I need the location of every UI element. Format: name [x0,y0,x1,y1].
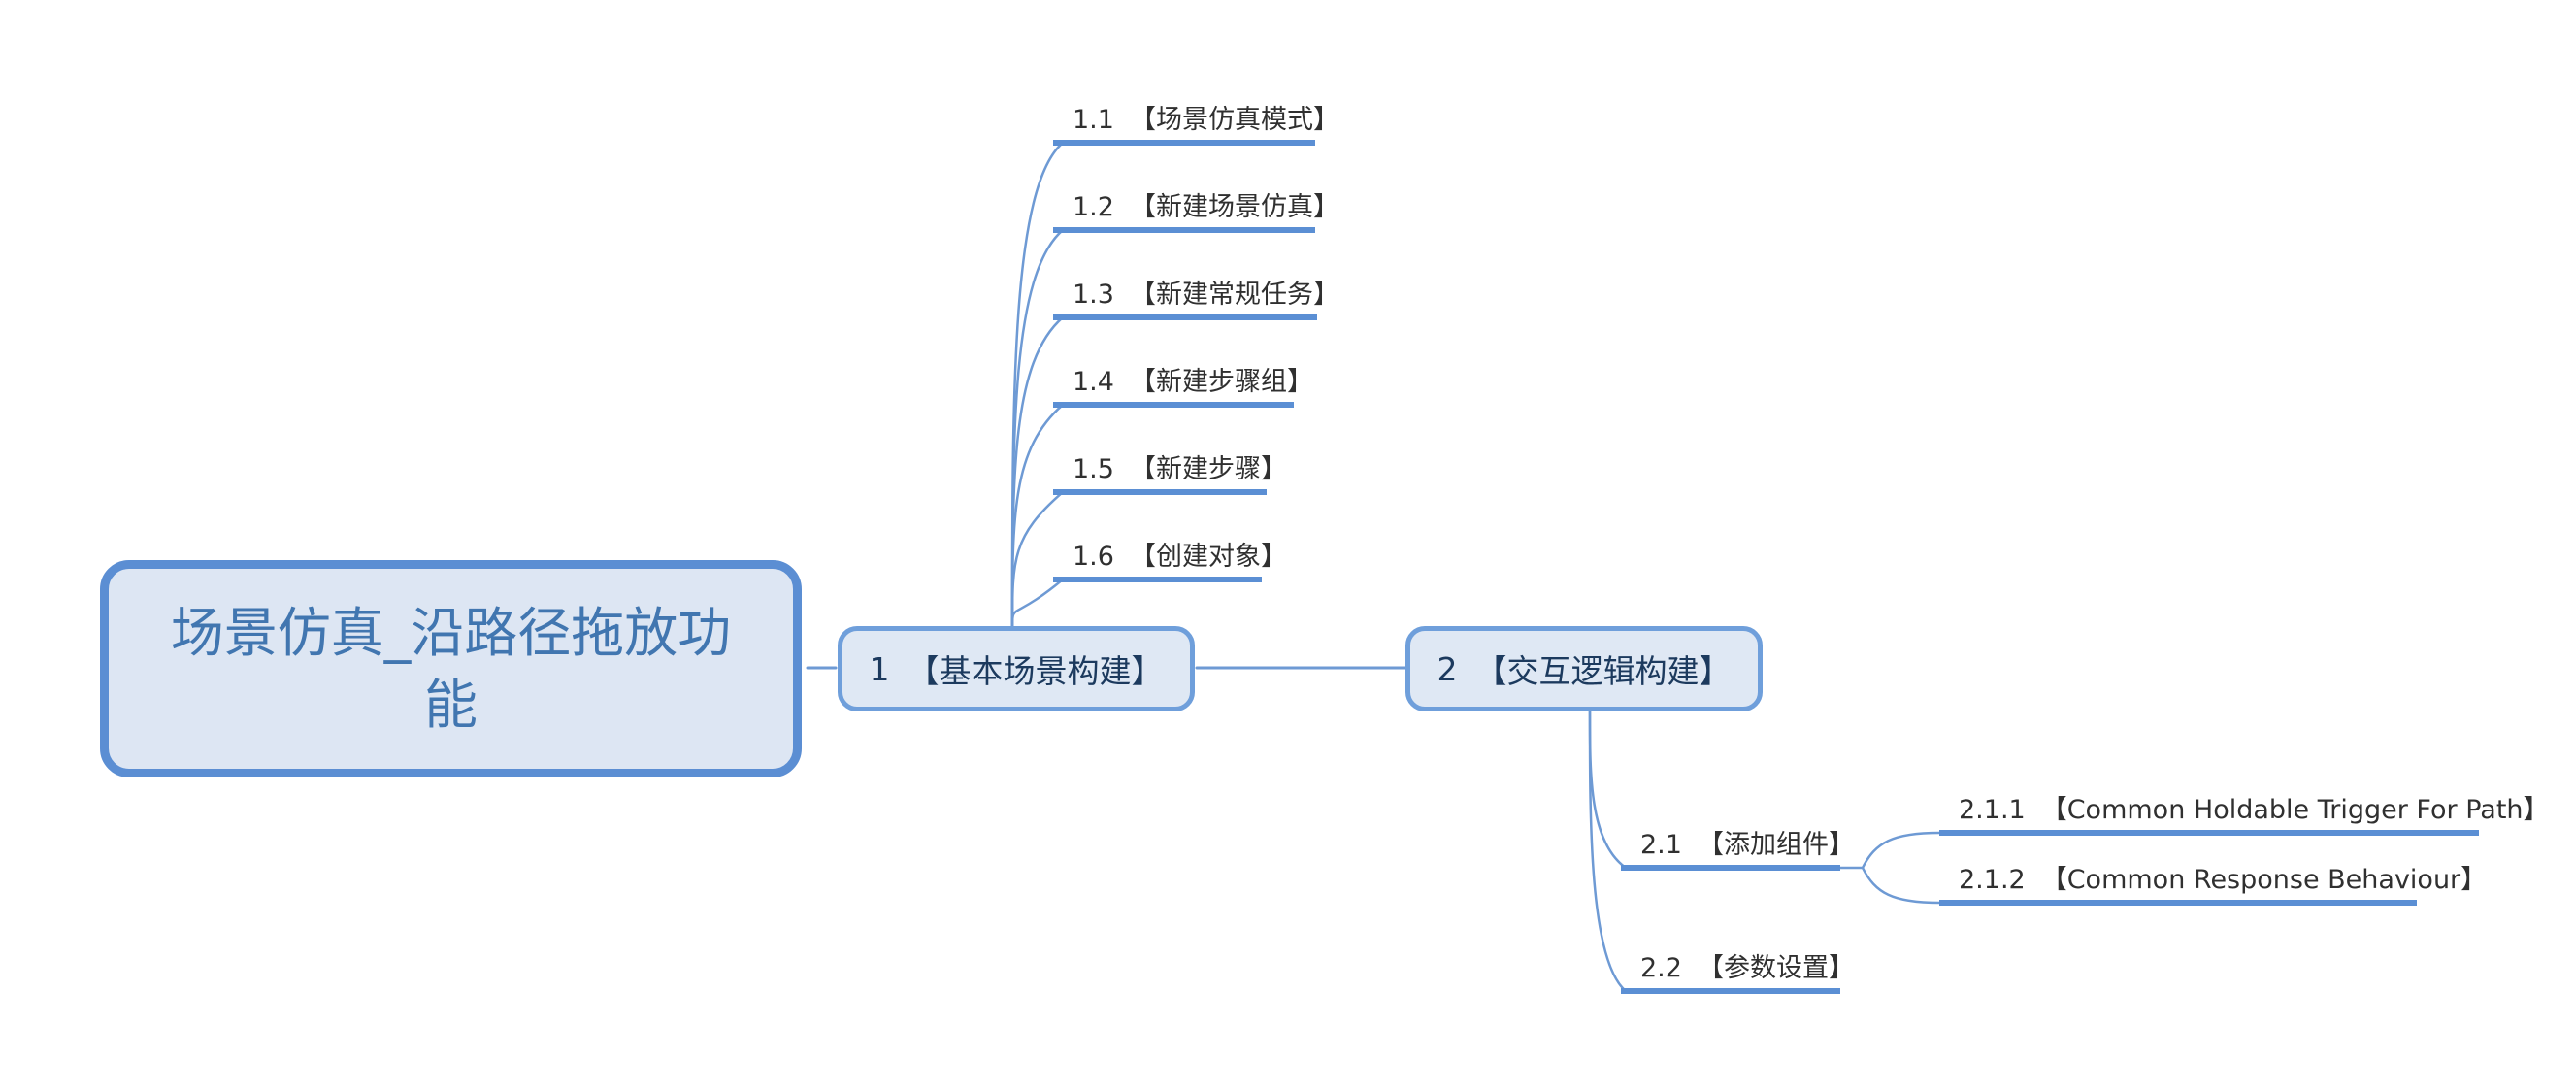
topic-2-1-1-label: 2.1.1【Common Holdable Trigger For Path】 [1959,795,2550,825]
topic-2-number: 2 [1437,649,1458,688]
topic-1-6-label: 1.6【创建对象】 [1073,542,1287,572]
topic-1-1[interactable]: 1.1【场景仿真模式】 [1053,101,1339,146]
topic-1-5-underline [1053,489,1267,495]
topic-1-4-underline [1053,402,1294,408]
branch-1-6 [1010,578,1065,629]
branch-2-2 [1588,710,1628,993]
fork-2-1-1 [1861,831,1941,870]
topic-1-3[interactable]: 1.3【新建常规任务】 [1053,276,1339,320]
topic-1-3-label: 1.3【新建常规任务】 [1073,280,1339,310]
topic-1-3-underline [1053,314,1317,320]
topic-1-4-label: 1.4【新建步骤组】 [1073,367,1313,397]
topic-1-6-underline [1053,577,1262,582]
topic-1-number: 1 [869,649,890,688]
topic-2-2[interactable]: 2.2【参数设置】 [1621,949,1855,994]
topic-2-1-2[interactable]: 2.1.2【Common Response Behaviour】 [1939,861,2488,906]
topic-2-1-underline [1621,865,1840,871]
topic-2-1-2-label: 2.1.2【Common Response Behaviour】 [1959,865,2488,895]
topic-2[interactable]: 2 【交互逻辑构建】 [1405,626,1763,711]
topic-1-5-label: 1.5【新建步骤】 [1073,454,1287,484]
topic-1-2[interactable]: 1.2【新建场景仿真】 [1053,188,1339,233]
topic-1-1-underline [1053,140,1315,146]
topic-2-1-label: 2.1【添加组件】 [1640,830,1855,860]
topic-1-2-label: 1.2【新建场景仿真】 [1073,192,1339,222]
topic-2-1-1-underline [1939,830,2479,836]
topic-1[interactable]: 1 【基本场景构建】 [838,626,1195,711]
topic-2-1-2-underline [1939,900,2417,906]
topic-1-6[interactable]: 1.6【创建对象】 [1053,538,1287,582]
topic-2-2-label: 2.2【参数设置】 [1640,953,1855,983]
branch-1-5 [1010,490,1065,629]
topic-2-1[interactable]: 2.1【添加组件】 [1621,826,1855,871]
topic-2-label: 【交互逻辑构建】 [1474,652,1732,690]
topic-root[interactable]: 场景仿真_沿路径拖放功能 [100,560,802,777]
topic-2-1-1[interactable]: 2.1.1【Common Holdable Trigger For Path】 [1939,791,2550,836]
topic-1-1-label: 1.1【场景仿真模式】 [1073,105,1339,135]
topic-2-2-underline [1621,988,1840,994]
topic-1-5[interactable]: 1.5【新建步骤】 [1053,450,1287,495]
topic-1-label: 【基本场景构建】 [907,652,1164,690]
topic-root-label: 场景仿真_沿路径拖放功能 [170,602,732,736]
topic-1-4[interactable]: 1.4【新建步骤组】 [1053,363,1313,408]
topic-1-2-underline [1053,227,1315,233]
fork-2-1-2 [1861,866,1941,905]
